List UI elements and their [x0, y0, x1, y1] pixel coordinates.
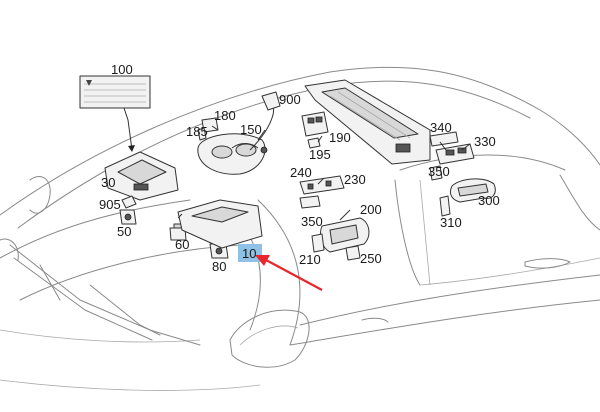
part-rear-grab-handle [429, 165, 496, 217]
label-340: 340 [430, 120, 452, 135]
part-rear-console [429, 131, 475, 165]
label-190: 190 [329, 130, 351, 145]
label-240: 240 [290, 165, 312, 180]
label-60: 60 [175, 237, 189, 252]
part-bracket [299, 175, 345, 209]
label-10: 10 [242, 246, 256, 261]
label-330: 330 [474, 134, 496, 149]
part-roof-panel [304, 79, 431, 165]
label-50: 50 [117, 224, 131, 239]
label-250: 250 [360, 251, 382, 266]
part-sun-visor-left [104, 151, 179, 201]
part-switch-module [301, 111, 329, 149]
label-150: 150 [240, 122, 262, 137]
label-230: 230 [344, 172, 366, 187]
label-900: 900 [279, 92, 301, 107]
part-small-clip [169, 223, 229, 259]
label-350-rear: 350 [428, 164, 450, 179]
leader-lines [211, 125, 471, 221]
label-350: 350 [301, 214, 323, 229]
red-arrow [255, 255, 323, 291]
part-overhead-console [197, 91, 281, 175]
label-80: 80 [212, 259, 226, 274]
label-210: 210 [299, 252, 321, 267]
label-30: 30 [101, 175, 115, 190]
label-905: 905 [99, 197, 121, 212]
part-grab-handle [311, 217, 370, 261]
label-200: 200 [360, 202, 382, 217]
part-visor-clip [119, 195, 137, 225]
part-number-labels: 100 180 185 150 900 190 195 340 330 350 … [99, 62, 500, 274]
label-100: 100 [111, 62, 133, 77]
part-label-card [79, 75, 151, 152]
car-body-outline [0, 66, 600, 391]
label-310: 310 [440, 215, 462, 230]
highlight-box [238, 244, 262, 262]
label-300: 300 [478, 193, 500, 208]
part-sun-visor-right [177, 199, 263, 249]
label-180: 180 [214, 108, 236, 123]
label-185: 185 [186, 124, 208, 139]
label-195: 195 [309, 147, 331, 162]
